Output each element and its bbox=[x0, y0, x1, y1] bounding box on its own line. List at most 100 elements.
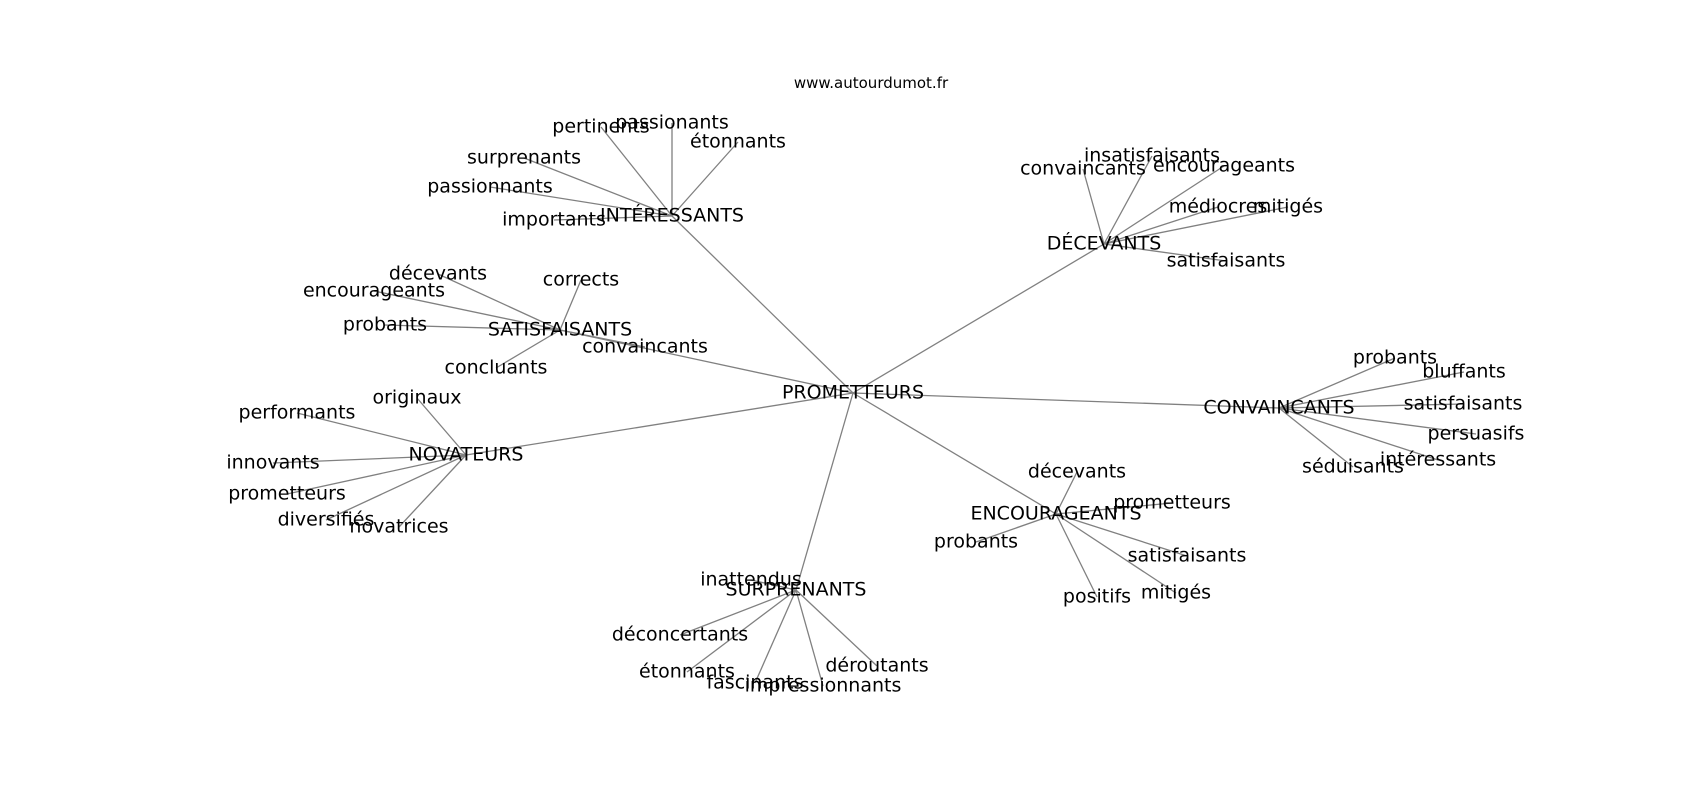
edge-hub-to-word bbox=[1055, 513, 1177, 594]
word-node-label: importants bbox=[502, 209, 606, 231]
edge-hub-to-word bbox=[489, 186, 673, 217]
word-node-label: mitigés bbox=[1141, 582, 1211, 604]
word-node-label: originaux bbox=[372, 387, 461, 409]
hub-node-label: INTÉRESSANTS bbox=[600, 204, 744, 227]
word-node-label: déconcertants bbox=[612, 624, 748, 646]
edge-hub-to-word bbox=[1055, 513, 1098, 598]
edge-hub-to-word bbox=[1055, 471, 1078, 515]
edge-hub-to-word bbox=[1278, 371, 1465, 409]
edge-hub-to-word bbox=[559, 279, 582, 331]
edge-hub-to-word bbox=[795, 589, 824, 687]
word-node-label: convaincants bbox=[582, 336, 708, 358]
word-node-label: séduisants bbox=[1302, 456, 1404, 478]
edge-hub-to-word bbox=[559, 329, 646, 348]
edge-hub-to-word bbox=[523, 157, 673, 217]
word-node-label: diversifiés bbox=[278, 509, 375, 531]
hub-node-label: ENCOURAGEANTS bbox=[970, 503, 1141, 525]
word-node-label: intéressants bbox=[1380, 449, 1496, 471]
edge-hub-to-word bbox=[325, 454, 467, 521]
word-node-label: impressionnants bbox=[745, 675, 902, 697]
edge-hub-to-word bbox=[398, 454, 467, 528]
edge-hub-to-word bbox=[1278, 403, 1464, 409]
word-node-label: passionants bbox=[615, 112, 728, 134]
edge-center-to-hub bbox=[795, 392, 854, 591]
word-node-label: étonnants bbox=[639, 661, 735, 683]
edge-center-to-hub bbox=[671, 215, 854, 394]
word-node-label: probants bbox=[1353, 347, 1437, 369]
word-node-label: persuasifs bbox=[1428, 423, 1525, 445]
word-node-label: mitigés bbox=[1253, 196, 1323, 218]
word-node-label: probants bbox=[934, 531, 1018, 553]
word-node-label: satisfaisants bbox=[1167, 250, 1286, 272]
word-node-label: satisfaisants bbox=[1404, 393, 1523, 415]
hub-node-label: SATISFAISANTS bbox=[488, 319, 632, 341]
word-node-label: passionnants bbox=[427, 176, 553, 198]
edge-hub-to-word bbox=[437, 273, 561, 331]
edge-hub-to-word bbox=[416, 397, 467, 456]
word-node-label: insatisfaisants bbox=[1084, 145, 1220, 167]
edge-center-to-hub bbox=[852, 392, 1057, 515]
edge-hub-to-word bbox=[373, 290, 561, 331]
word-node-label: inattendus bbox=[700, 569, 802, 591]
edge-hub-to-word bbox=[1278, 407, 1439, 461]
edge-hub-to-word bbox=[671, 141, 739, 217]
edge-center-to-hub bbox=[852, 392, 1280, 409]
word-node-label: étonnants bbox=[690, 131, 786, 153]
word-node-label: positifs bbox=[1063, 586, 1131, 608]
word-node-label: innovants bbox=[226, 452, 319, 474]
word-node-label: pertinents bbox=[552, 116, 649, 138]
word-node-label: satisfaisants bbox=[1128, 545, 1247, 567]
word-node-label: médiocres bbox=[1169, 196, 1268, 218]
graph-edges bbox=[272, 123, 1477, 687]
word-node-label: surprenants bbox=[467, 147, 581, 169]
edge-center-to-hub bbox=[559, 329, 854, 394]
word-node-label: encourageants bbox=[1153, 155, 1295, 177]
site-url: www.autourdumot.fr bbox=[794, 74, 949, 92]
edge-hub-to-word bbox=[1055, 513, 1188, 557]
edge-hub-to-word bbox=[750, 579, 797, 591]
word-node-label: déroutants bbox=[825, 655, 928, 677]
edge-hub-to-word bbox=[975, 513, 1057, 543]
edge-center-to-hub bbox=[465, 392, 854, 456]
edge-hub-to-word bbox=[1278, 407, 1477, 435]
edge-hub-to-word bbox=[1103, 165, 1225, 245]
word-node-label: bluffants bbox=[1422, 361, 1506, 383]
word-node-label: fascinants bbox=[706, 672, 803, 694]
edge-hub-to-word bbox=[1082, 168, 1105, 245]
word-node-label: prometteurs bbox=[228, 483, 346, 505]
edge-hub-to-word bbox=[795, 589, 878, 667]
word-node-label: prometteurs bbox=[1113, 492, 1231, 514]
word-node-label: encourageants bbox=[303, 280, 445, 302]
hub-node-label: CONVAINCANTS bbox=[1203, 397, 1354, 419]
word-node-label: novatrices bbox=[349, 516, 448, 538]
edge-hub-to-word bbox=[600, 126, 673, 217]
edge-hub-to-word bbox=[296, 412, 467, 456]
edge-hub-to-word bbox=[1278, 407, 1354, 468]
edge-hub-to-word bbox=[384, 324, 561, 331]
edge-hub-to-word bbox=[1055, 502, 1173, 515]
edge-hub-to-word bbox=[1103, 243, 1227, 262]
hub-node-label: SURPRENANTS bbox=[726, 579, 867, 601]
center-node-label: PROMETTEURS bbox=[782, 382, 924, 404]
hub-node-label: NOVATEURS bbox=[409, 444, 524, 466]
graph-labels: PROMETTEURSINTÉRESSANTSpertinentspassion… bbox=[226, 112, 1524, 697]
edge-hub-to-word bbox=[1278, 357, 1396, 409]
edge-hub-to-word bbox=[1103, 206, 1219, 245]
word-node-label: performants bbox=[239, 402, 356, 424]
edge-hub-to-word bbox=[286, 454, 467, 495]
edge-hub-to-word bbox=[686, 589, 797, 673]
word-node-label: décevants bbox=[389, 263, 487, 285]
word-node-label: probants bbox=[343, 314, 427, 336]
edge-hub-to-word bbox=[1103, 155, 1153, 245]
hub-node-label: DÉCEVANTS bbox=[1047, 232, 1162, 255]
edge-hub-to-word bbox=[1103, 206, 1289, 245]
word-node-label: décevants bbox=[1028, 461, 1126, 483]
word-node-label: concluants bbox=[445, 357, 548, 379]
edge-hub-to-word bbox=[553, 215, 673, 221]
edge-center-to-hub bbox=[852, 243, 1105, 394]
edge-hub-to-word bbox=[272, 454, 467, 464]
word-node-label: convaincants bbox=[1020, 158, 1146, 180]
edge-hub-to-word bbox=[679, 589, 797, 636]
word-node-label: corrects bbox=[543, 269, 619, 291]
